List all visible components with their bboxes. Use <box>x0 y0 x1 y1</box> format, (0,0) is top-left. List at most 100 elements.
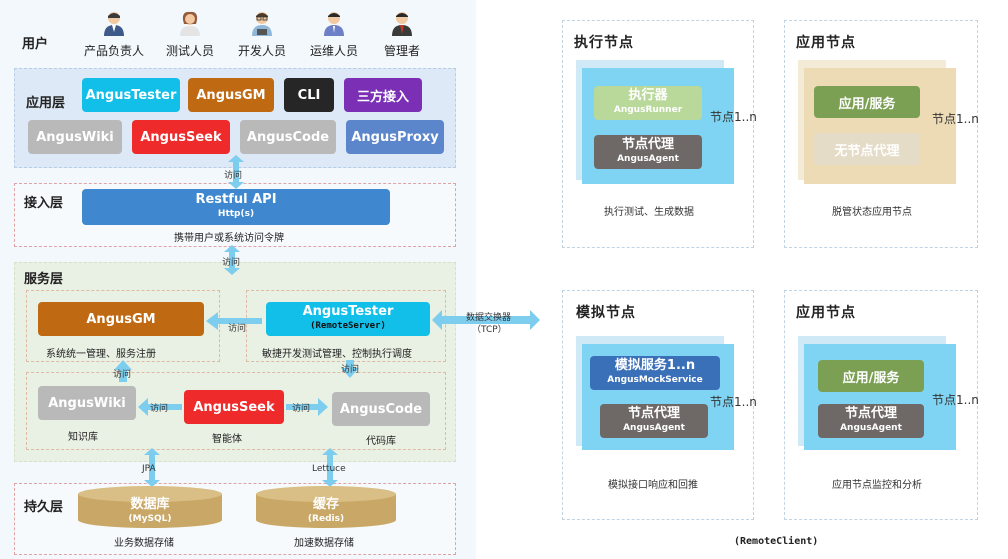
mock-node-caption: 模拟接口响应和回推 <box>608 480 698 491</box>
user-developer: 开发人员 <box>232 10 292 59</box>
mock-node-title: 模拟节点 <box>576 305 636 321</box>
angus-code-app-button[interactable]: AngusCode <box>240 120 336 154</box>
access-layer-label: 接入层 <box>24 196 64 211</box>
arrow-service-db <box>144 448 160 487</box>
user-ops: 运维人员 <box>304 10 364 59</box>
app-node-2-count: 节点1..n <box>932 393 979 407</box>
cache-title: 缓存 <box>312 497 339 512</box>
angus-seek-app-button[interactable]: AngusSeek <box>132 120 230 154</box>
seek-caption: 智能体 <box>212 434 242 445</box>
person-icon <box>392 12 412 36</box>
visit-label: 访问 <box>150 404 169 414</box>
angus-tester-app-button[interactable]: AngusTester <box>82 78 180 112</box>
visit-label: 访问 <box>222 258 241 268</box>
arrow-gm-wiki <box>114 360 132 382</box>
arrow-tester-code <box>341 360 359 378</box>
visit-label: 访问 <box>228 324 247 334</box>
mock-agent-subtitle: AngusAgent <box>623 423 685 433</box>
arrow-seek-wiki <box>138 398 182 416</box>
database-cylinder <box>78 486 222 528</box>
mock-service-subtitle: AngusMockService <box>607 375 703 385</box>
third-party-app-button[interactable]: 三方接入 <box>344 78 422 112</box>
persist-layer-label: 持久层 <box>24 500 64 515</box>
app-agent-block: 节点代理 AngusAgent <box>818 404 924 438</box>
cache-subtitle: (Redis) <box>307 514 345 524</box>
restful-api-protocol: Http(s) <box>217 209 255 219</box>
app-agent-subtitle: AngusAgent <box>840 423 902 433</box>
angus-code-service: AngusCode <box>332 392 430 426</box>
person-icon <box>252 12 272 36</box>
user-tester: 测试人员 <box>160 10 220 59</box>
app-node-2-caption: 应用节点监控和分析 <box>832 480 922 491</box>
visit-label: 访问 <box>113 370 132 380</box>
person-icon <box>324 12 344 36</box>
gm-caption: 系统统一管理、服务注册 <box>46 349 156 360</box>
app-node-title: 应用节点 <box>796 35 856 51</box>
database-subtitle: (MySQL) <box>128 514 172 524</box>
angus-wiki-app-button[interactable]: AngusWiki <box>28 120 122 154</box>
database-caption: 业务数据存储 <box>114 538 174 549</box>
person-icon <box>180 11 200 36</box>
cache-block: 缓存 (Redis) <box>256 498 396 526</box>
tester-service-title: AngusTester <box>302 304 394 319</box>
mock-service-block: 模拟服务1..n AngusMockService <box>590 356 720 390</box>
angus-tester-service: AngusTester (RemoteServer) <box>266 302 430 336</box>
angus-gm-app-button[interactable]: AngusGM <box>188 78 274 112</box>
exec-agent-subtitle: AngusAgent <box>617 154 679 164</box>
app-node-caption: 脱管状态应用节点 <box>832 207 912 218</box>
exec-runner-subtitle: AngusRunner <box>613 105 683 115</box>
code-caption: 代码库 <box>366 436 396 447</box>
angus-proxy-app-button[interactable]: AngusProxy <box>346 120 444 154</box>
users-label: 用户 <box>22 37 49 52</box>
user-role-name: 产品负责人 <box>84 44 145 58</box>
arrow-access-service <box>224 245 240 275</box>
restful-api-title: Restful API <box>195 192 277 207</box>
lettuce-label: Lettuce <box>312 464 346 474</box>
user-manager: 管理者 <box>372 10 432 59</box>
app-service-block: 应用/服务 <box>814 86 920 118</box>
service-layer-label: 服务层 <box>24 272 64 287</box>
cache-caption: 加速数据存储 <box>294 538 354 549</box>
arrow-tester-gm <box>206 312 262 330</box>
exec-node-caption: 执行测试、生成数据 <box>604 207 694 218</box>
data-exchanger-label: 数据交换器 <box>466 313 512 323</box>
mock-agent-block: 节点代理 AngusAgent <box>600 404 708 438</box>
database-block: 数据库 (MySQL) <box>78 498 222 526</box>
database-title: 数据库 <box>130 497 170 512</box>
tester-caption: 敏捷开发测试管理、控制执行调度 <box>262 349 412 360</box>
service-layer-band <box>14 262 456 462</box>
angus-wiki-service: AngusWiki <box>38 386 136 420</box>
access-caption: 携带用户或系统访问令牌 <box>174 233 284 244</box>
restful-api-block: Restful API Http(s) <box>82 189 390 225</box>
cli-app-button[interactable]: CLI <box>284 78 334 112</box>
remote-client-label: (RemoteClient) <box>734 536 819 547</box>
visit-label: 访问 <box>224 171 243 181</box>
exec-node-count: 节点1..n <box>710 110 757 124</box>
mock-node-count: 节点1..n <box>710 395 757 409</box>
exec-agent-title: 节点代理 <box>621 137 674 152</box>
angus-seek-service: AngusSeek <box>184 390 284 424</box>
exec-agent-block: 节点代理 AngusAgent <box>594 135 702 169</box>
arrow-service-cache <box>322 448 338 487</box>
cache-cylinder <box>256 486 396 528</box>
user-product-owner: 产品负责人 <box>84 10 144 59</box>
jpa-label: JPA <box>142 464 156 474</box>
tcp-label: （TCP） <box>472 325 507 335</box>
tools-group-frame <box>26 372 446 450</box>
app-agent-title: 节点代理 <box>844 406 897 421</box>
mock-agent-title: 节点代理 <box>627 406 680 421</box>
visit-label: 访问 <box>292 404 311 414</box>
app-service-2-block: 应用/服务 <box>818 360 924 392</box>
mock-service-title: 模拟服务1..n <box>614 358 696 373</box>
exec-runner-title: 执行器 <box>628 88 668 103</box>
angus-gm-service: AngusGM <box>38 302 204 336</box>
user-role-name: 开发人员 <box>237 44 286 58</box>
arrow-app-access <box>228 155 244 189</box>
arrow-data-exchanger <box>432 310 540 330</box>
app-layer-label: 应用层 <box>26 96 66 111</box>
visit-label: 访问 <box>341 365 360 375</box>
tester-service-subtitle: (RemoteServer) <box>310 321 386 331</box>
app-node-count: 节点1..n <box>932 112 979 126</box>
